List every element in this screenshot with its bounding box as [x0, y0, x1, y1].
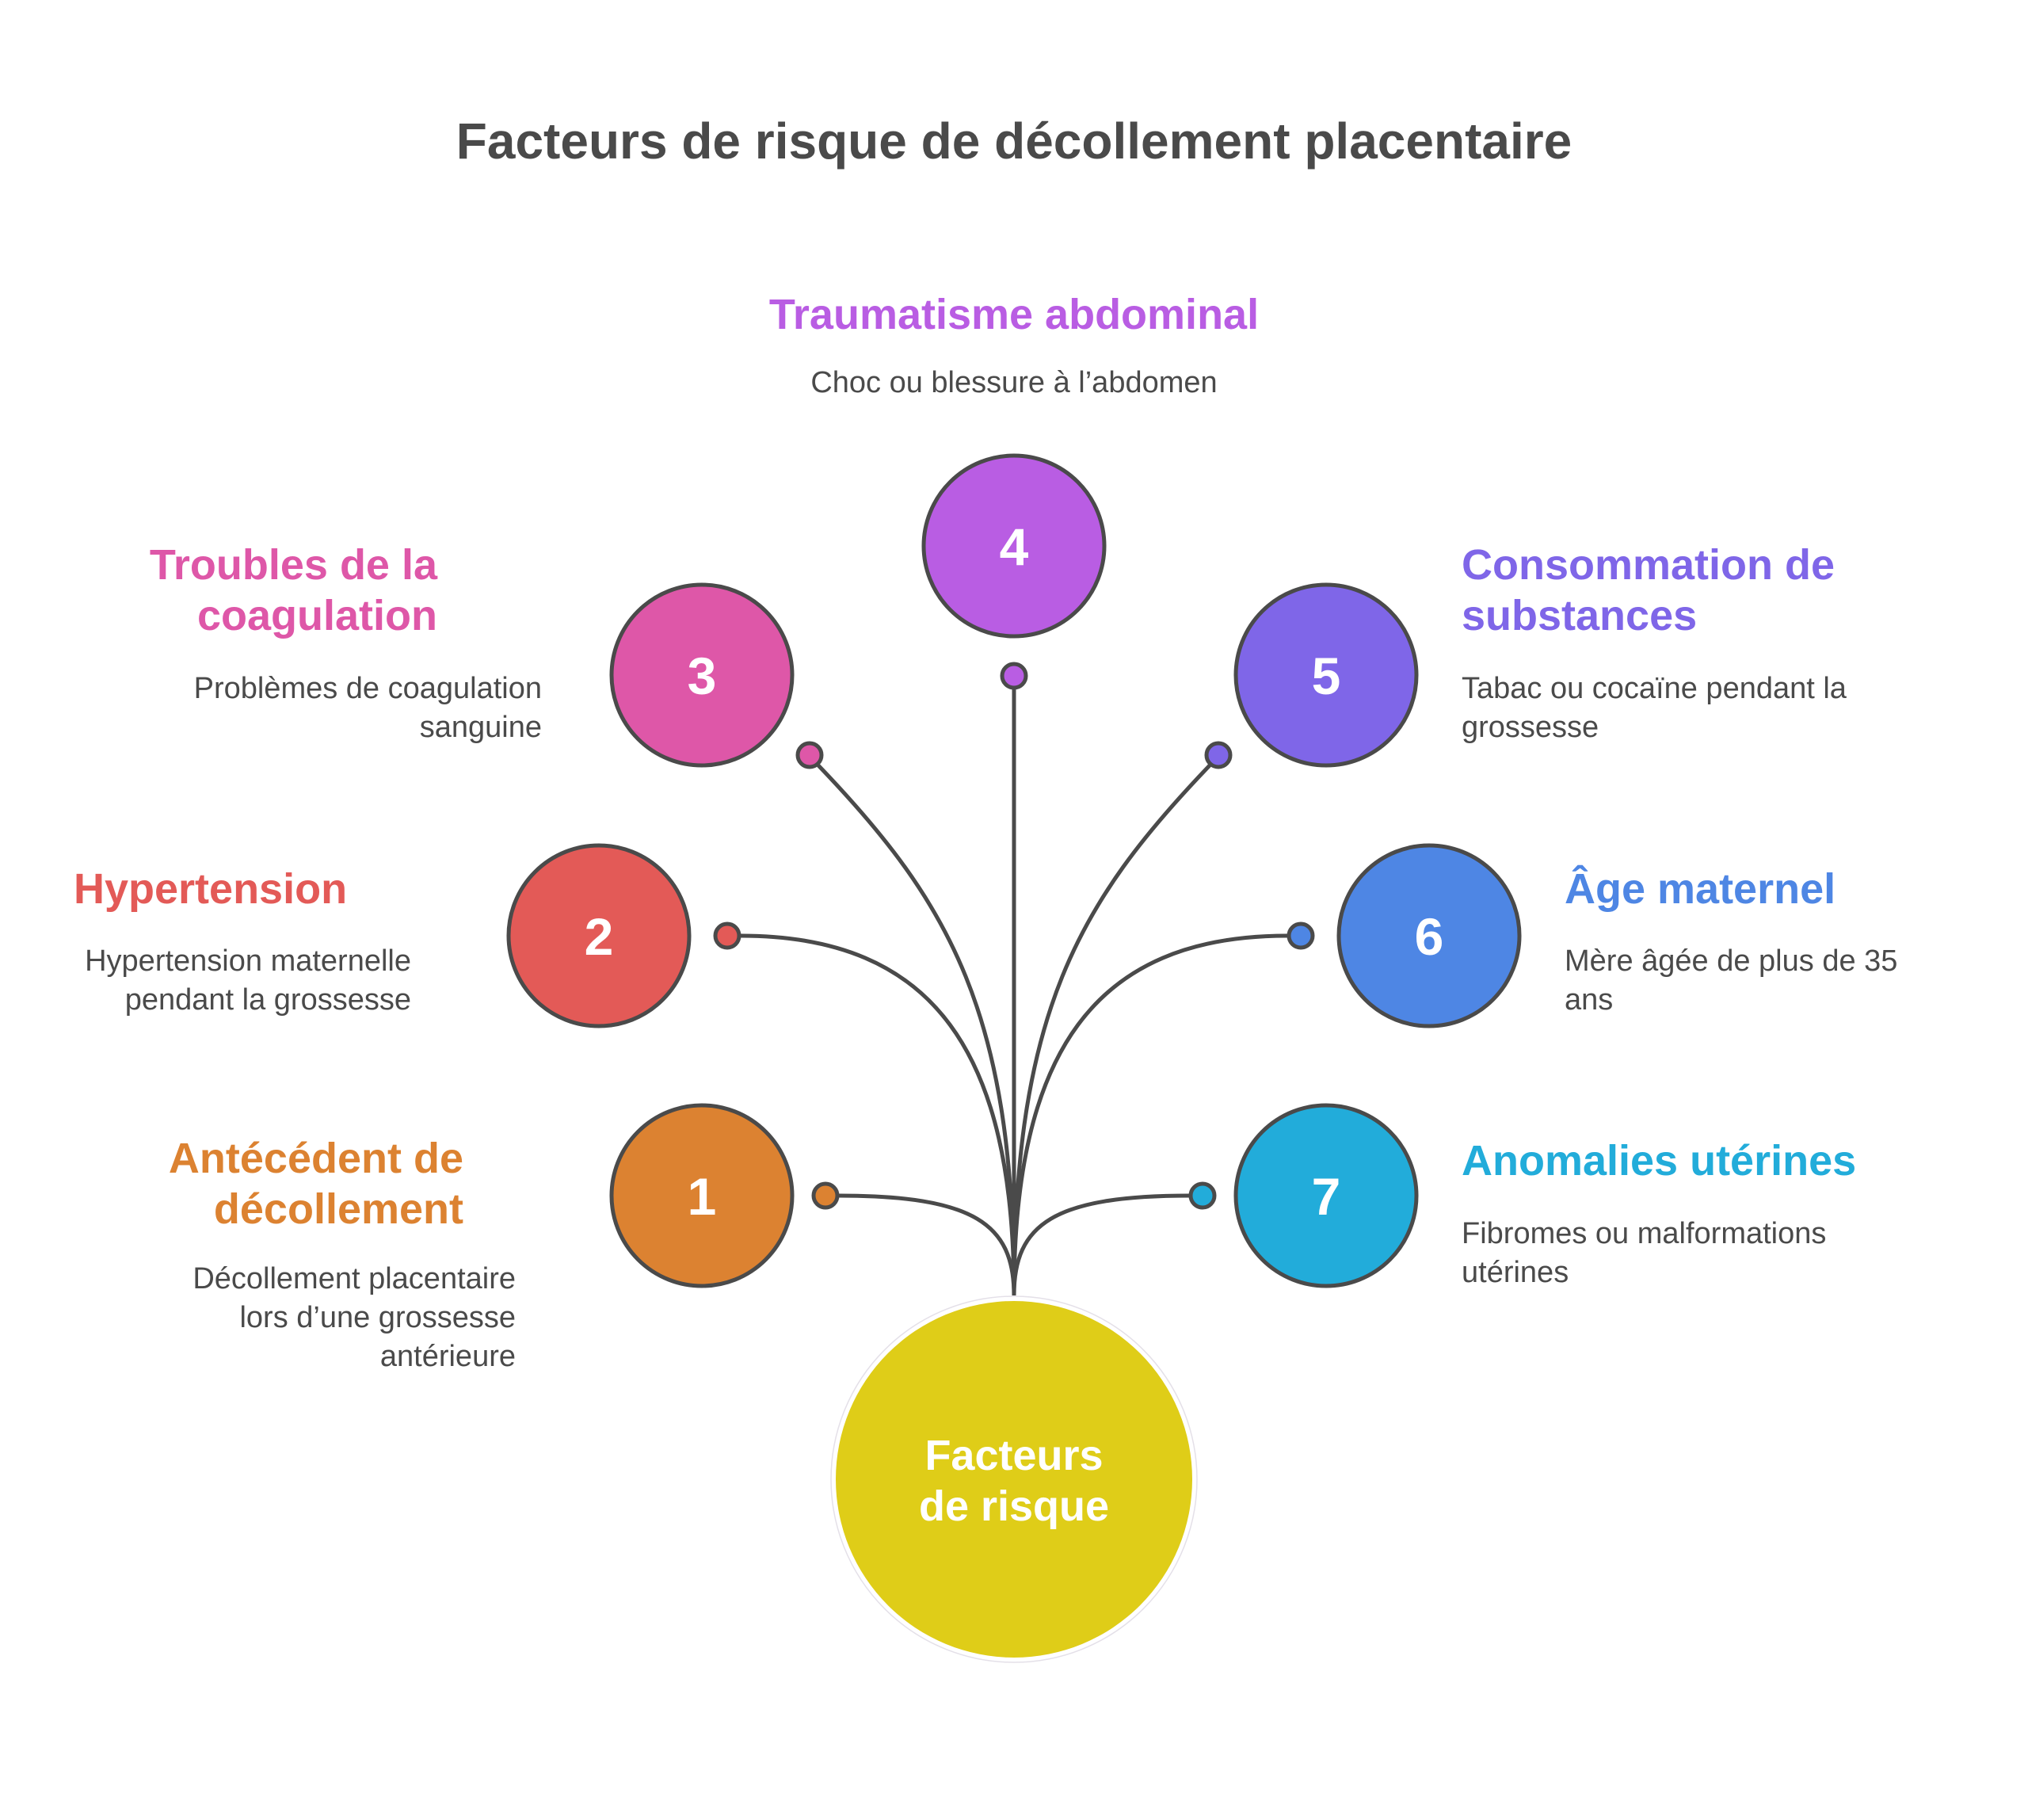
factor-node-7: 7 — [1233, 1103, 1419, 1288]
factor-circle-4 — [921, 453, 1107, 639]
factor-2-text: Hypertension Hypertension maternelle pen… — [74, 864, 414, 1020]
connectors — [740, 689, 1288, 1296]
factor-4-text: Traumatisme abdominal Choc ou blessure à… — [697, 289, 1331, 403]
factor-node-4: 4 — [921, 453, 1107, 639]
factor-5-title: Consommation de substances — [1462, 541, 1835, 639]
connector-dot-4 — [1000, 662, 1028, 690]
connector-dot-7 — [1188, 1181, 1217, 1210]
factor-node-1: 1 — [609, 1103, 795, 1288]
factor-1-title: Antécédent de décollement — [168, 1135, 463, 1233]
factor-5-text: Consommation de substances Tabac ou coca… — [1462, 540, 1858, 747]
connector-line-3 — [817, 764, 1016, 1296]
factor-1-text: Antécédent de décollement Décollement pl… — [143, 1133, 516, 1376]
factor-7-description: Fibromes ou malformations utérines — [1462, 1217, 1827, 1289]
factor-7-title: Anomalies utérines — [1462, 1137, 1857, 1185]
factor-node-2: 2 — [506, 843, 692, 1028]
factor-1-description: Décollement placentaire lors d’une gross… — [193, 1262, 516, 1373]
factor-number-1: 1 — [688, 1167, 717, 1226]
factor-number-3: 3 — [688, 647, 717, 705]
hub — [830, 1295, 1198, 1663]
factor-node-3: 3 — [609, 582, 795, 768]
factor-6-text: Âge maternel Mère âgée de plus de 35 ans — [1565, 864, 1961, 1020]
factor-circle-3 — [609, 582, 795, 768]
connector-dot-1 — [811, 1181, 840, 1210]
connector-dot-5 — [1204, 741, 1233, 769]
hub-label: Facteurs de risque — [918, 1432, 1110, 1530]
factor-circle-1 — [609, 1103, 795, 1288]
connector-dot-3 — [795, 741, 824, 769]
factor-3-text: Troubles de la coagulation Problèmes de … — [143, 540, 542, 747]
factor-number-2: 2 — [585, 907, 614, 966]
connector-dot-6 — [1287, 921, 1315, 950]
factor-2-description: Hypertension maternelle pendant la gross… — [85, 944, 411, 1017]
factor-7-text: Anomalies utérines Fibromes ou malformat… — [1462, 1135, 1905, 1292]
connector-line-6 — [1012, 933, 1288, 1296]
connector-line-5 — [1012, 764, 1211, 1296]
factor-node-6: 6 — [1336, 843, 1522, 1028]
factor-5-description: Tabac ou cocaïne pendant la grossesse — [1462, 672, 1847, 744]
factor-3-description: Problèmes de coagulation sanguine — [193, 672, 542, 744]
factor-4-title: Traumatisme abdominal — [768, 291, 1260, 338]
factor-circle-2 — [506, 843, 692, 1028]
hub-circle — [836, 1301, 1192, 1658]
page-title: Facteurs de risque de décollement placen… — [456, 113, 1572, 170]
connector-line-7 — [1012, 1193, 1191, 1296]
factor-nodes: 1 2 3 4 5 6 7 — [506, 453, 1522, 1288]
factor-circle-5 — [1233, 582, 1419, 768]
connector-line-1 — [837, 1193, 1016, 1296]
factor-circle-6 — [1336, 843, 1522, 1028]
connector-line-2 — [740, 933, 1016, 1296]
factor-6-title: Âge maternel — [1565, 865, 1836, 913]
factor-3-title: Troubles de la coagulation — [149, 541, 437, 639]
connector-dot-2 — [713, 921, 741, 950]
factor-number-7: 7 — [1312, 1167, 1341, 1226]
factor-number-4: 4 — [1000, 517, 1029, 576]
factor-4-description: Choc ou blessure à l’abdomen — [810, 366, 1218, 399]
factor-number-5: 5 — [1312, 647, 1341, 705]
factor-number-6: 6 — [1415, 907, 1444, 966]
factor-circle-7 — [1233, 1103, 1419, 1288]
factor-6-description: Mère âgée de plus de 35 ans — [1565, 944, 1898, 1017]
factor-node-5: 5 — [1233, 582, 1419, 768]
factor-2-title: Hypertension — [74, 865, 348, 913]
